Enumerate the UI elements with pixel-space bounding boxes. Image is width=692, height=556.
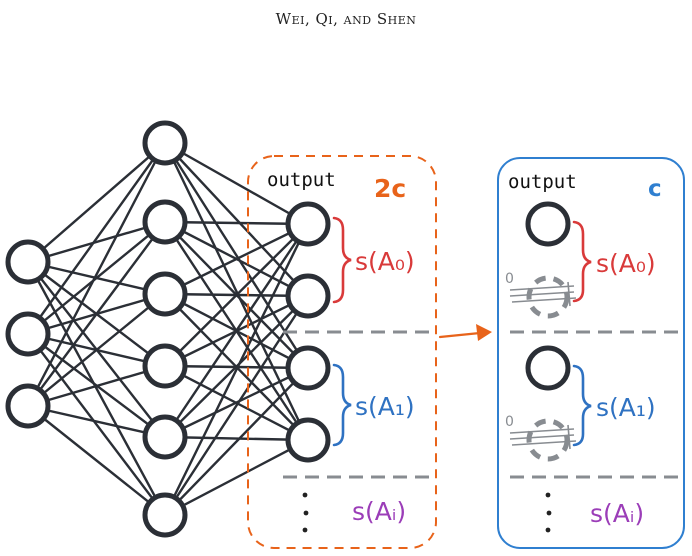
network-edge-7 — [26, 220, 167, 336]
hidden-node-1 — [142, 199, 188, 245]
output-node-2 — [285, 345, 331, 391]
output-node-1 — [285, 273, 331, 319]
transform-arrow — [438, 324, 492, 341]
network-edge-22 — [163, 220, 310, 226]
network-edge-17 — [26, 404, 167, 517]
hidden-node-5 — [142, 492, 188, 538]
output-node-3 — [285, 417, 331, 463]
network-edge-15 — [26, 364, 167, 408]
network-edge-21 — [163, 141, 310, 442]
right-output-box — [497, 157, 685, 549]
pruned-mark-0: 0 — [505, 271, 514, 287]
right-group-0-label: s(A₀) — [596, 249, 656, 278]
hidden-node-3 — [142, 343, 188, 389]
left-brace-0 — [332, 216, 352, 304]
right-brace-0 — [572, 220, 592, 303]
output-node-0 — [285, 201, 331, 247]
right-output-node-0 — [525, 201, 571, 247]
pruned-node-1 — [509, 418, 577, 462]
network-edge-12 — [26, 141, 167, 408]
network-edge-34 — [163, 222, 310, 439]
network-edge-40 — [163, 366, 310, 517]
left-panel-multiplier: 2c — [374, 174, 406, 203]
left-output-box — [247, 155, 437, 549]
hidden-node-4 — [142, 414, 188, 460]
input-node-2 — [5, 383, 51, 429]
network-edge-26 — [163, 222, 310, 296]
network-edge-41 — [163, 438, 310, 517]
network-edge-37 — [163, 435, 310, 442]
hidden-node-2 — [142, 271, 188, 317]
right-group-1-label: s(A₁) — [596, 393, 656, 422]
network-edge-18 — [163, 141, 310, 226]
network-edge-16 — [26, 404, 167, 439]
network-edge-35 — [163, 294, 310, 439]
input-node-0 — [5, 239, 51, 285]
left-group-0-label: s(A₀) — [355, 247, 415, 276]
right-brace-1 — [572, 364, 592, 447]
running-header: Wei, Qi, and Shen — [275, 10, 417, 28]
left-ellipsis-dots — [302, 492, 309, 533]
left-brace-1 — [332, 363, 352, 447]
right-group-i-label: s(Aᵢ) — [590, 499, 644, 528]
network-edge-6 — [26, 141, 167, 336]
network-nodes — [5, 120, 331, 538]
hidden-node-0 — [142, 120, 188, 166]
left-panel-title: output — [267, 169, 336, 191]
pruned-node-0 — [509, 275, 577, 319]
input-node-1 — [5, 311, 51, 357]
network-edge-30 — [163, 222, 310, 368]
network-edge-1 — [26, 220, 167, 264]
right-panel-multiplier: c — [648, 176, 662, 202]
pruned-mark-1: 0 — [505, 414, 514, 430]
right-panel-title: output — [508, 171, 577, 193]
network-edge-14 — [26, 292, 167, 408]
left-group-1-label: s(A₁) — [355, 392, 415, 421]
network-edge-13 — [26, 220, 167, 408]
left-group-i-label: s(Aᵢ) — [352, 497, 406, 526]
network-edge-0 — [26, 141, 167, 264]
network-edge-38 — [163, 222, 310, 517]
right-output-node-1 — [525, 345, 571, 391]
network-edge-36 — [163, 366, 310, 439]
network-edges — [26, 141, 310, 517]
right-ellipsis-dots — [545, 492, 552, 533]
